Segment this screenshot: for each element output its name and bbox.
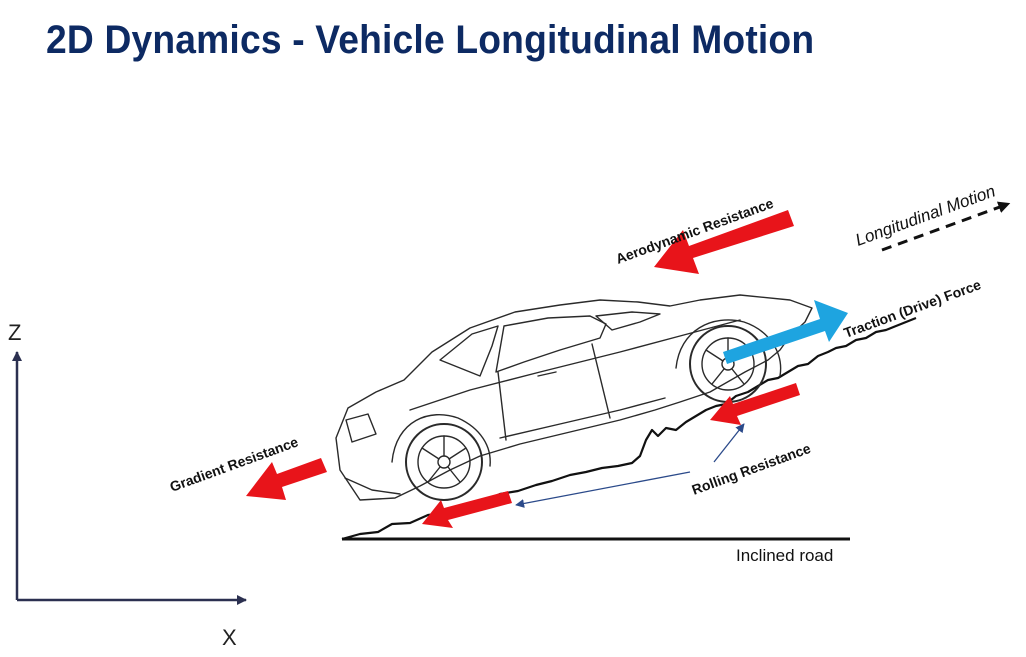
car-rear-bumper — [344, 477, 401, 495]
inclined-road-label: Inclined road — [736, 546, 833, 565]
coordinate-axes: Z X — [8, 320, 247, 650]
longitudinal-motion-arrow — [881, 201, 1011, 252]
traction-force-label: Traction (Drive) Force — [842, 276, 984, 341]
car-beltline — [409, 319, 741, 411]
longitudinal-motion-label: Longitudinal Motion — [853, 181, 998, 249]
rolling-resistance-arrow-front — [710, 383, 800, 425]
gradient-resistance-arrow — [246, 458, 327, 500]
car-rear-wheel-arch — [391, 414, 491, 467]
rear-wheel — [405, 423, 483, 501]
car-body-outline — [335, 294, 813, 501]
z-axis-label: Z — [8, 320, 21, 345]
rolling-resistance-label: Rolling Resistance — [690, 440, 813, 498]
car-side-window — [495, 315, 607, 373]
car-tail-light — [345, 413, 377, 443]
car-front-window — [595, 311, 661, 331]
car-door-line — [497, 343, 611, 441]
page-title: 2D Dynamics - Vehicle Longitudinal Motio… — [46, 18, 815, 62]
rolling-resistance-arrow-rear — [422, 491, 512, 528]
car-door-handle — [537, 371, 557, 377]
aerodynamic-resistance-arrow — [654, 210, 794, 274]
car-rear-window — [439, 325, 499, 377]
car-illustration — [335, 294, 813, 501]
front-wheel — [689, 325, 767, 403]
car-rocker-line — [499, 397, 666, 439]
rolling-resistance-pointer-front — [713, 423, 745, 463]
rolling-resistance-pointer-rear — [515, 471, 691, 508]
traction-force-arrow — [723, 300, 848, 364]
car-front-wheel-arch — [675, 319, 782, 377]
x-axis-label: X — [222, 625, 237, 650]
